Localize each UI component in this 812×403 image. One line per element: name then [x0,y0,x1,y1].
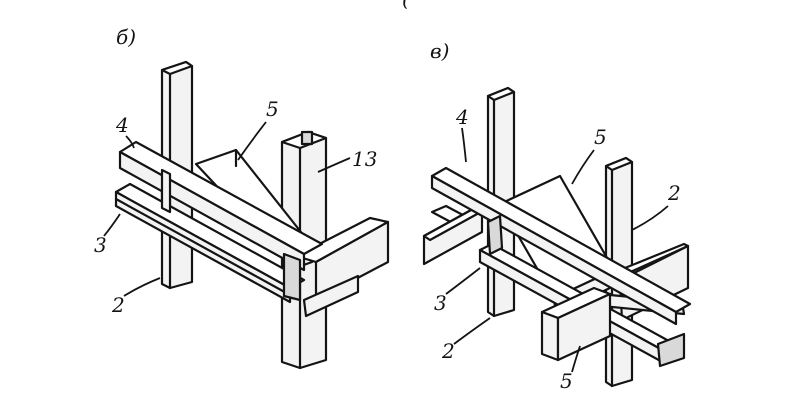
panel-v: в) [422,39,692,393]
panel-v-label-2-left: 2 [441,339,455,363]
panel-b-post-overlap [160,168,172,214]
panel-b-leader-2 [123,277,161,297]
panel-v-label-5-top: 5 [594,125,607,149]
panel-v-leader-2-right [631,205,669,231]
panel-b-label-4: 4 [115,113,129,137]
panel-b-label-3: 3 [94,233,107,257]
panel-b-right-beams [294,216,390,318]
panel-v-label-2-right: 2 [667,181,681,205]
panel-v-leader-3 [445,267,481,295]
panel-v-left-stub [422,202,490,266]
panel-v-letter: в) [430,39,449,63]
panel-b-leader-13 [317,157,351,173]
panel-b-joint-block [282,252,302,302]
panel-v-cross-beam-low [540,286,612,362]
panel-v-label-3: 3 [434,291,447,315]
panel-v-beam-top [430,166,692,326]
top-fragment-text: ( [402,0,411,11]
panel-b-beam-low [114,182,306,304]
panel-b-label-13: 13 [352,147,377,171]
panel-v-leader-5-low [571,345,581,373]
panel-b-letter: б) [116,25,136,49]
panel-v-leader-2-left [453,317,491,345]
panel-b: б) [94,25,390,370]
panel-v-leader-5-top [571,149,595,185]
panel-v-label-4: 4 [455,105,469,129]
panel-v-leader-4 [461,127,467,163]
panel-b-label-5: 5 [266,97,279,121]
panel-v-joint-block [486,214,504,256]
panel-b-label-2: 2 [111,293,125,317]
panel-v-label-5-low: 5 [560,369,573,393]
panel-b-leader-4 [125,135,135,149]
panel-b-leader-5 [237,121,267,161]
panel-b-leader-3 [103,213,121,237]
